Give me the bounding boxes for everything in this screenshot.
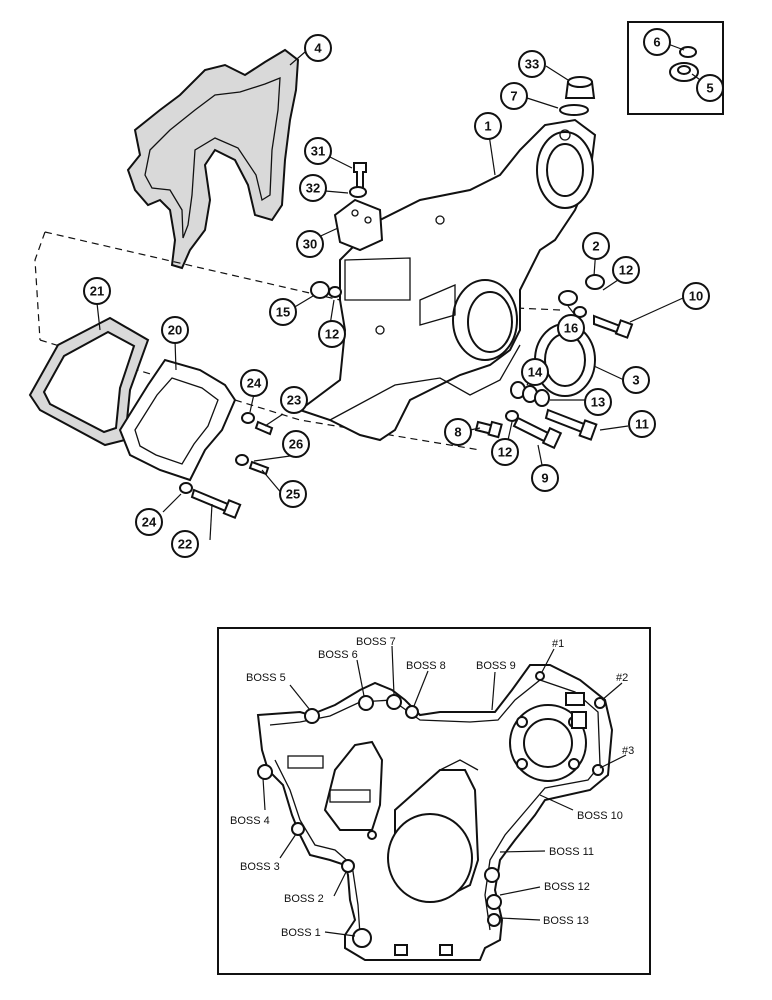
cover-plate-part-20 [118, 358, 237, 482]
boss-label-5: BOSS 5 [246, 672, 286, 684]
svg-text:10: 10 [689, 289, 703, 304]
boss-label-6: BOSS 6 [318, 649, 358, 661]
callout-21: 21 [83, 277, 111, 305]
callout-2: 2 [582, 232, 610, 260]
boss-label-10: BOSS 10 [577, 810, 623, 822]
callout-7: 7 [500, 82, 528, 110]
hole-label-2: #2 [616, 672, 628, 684]
svg-text:22: 22 [178, 537, 192, 552]
svg-text:13: 13 [591, 395, 605, 410]
inset-box [627, 21, 724, 115]
callout-9: 9 [531, 464, 559, 492]
svg-text:12: 12 [619, 263, 633, 278]
callout-16: 16 [557, 314, 585, 342]
callout-33: 33 [518, 50, 546, 78]
svg-text:12: 12 [498, 445, 512, 460]
svg-text:30: 30 [303, 237, 317, 252]
bolt-part-31 [353, 162, 367, 189]
boss-label-9: BOSS 9 [476, 660, 516, 672]
callout-10: 10 [682, 282, 710, 310]
callout-32: 32 [299, 174, 327, 202]
callout-12a: 12 [612, 256, 640, 284]
boss-label-1: BOSS 1 [281, 927, 321, 939]
callout-1: 1 [474, 112, 502, 140]
callout-20: 20 [161, 316, 189, 344]
callout-3: 3 [622, 366, 650, 394]
callout-12b: 12 [318, 320, 346, 348]
svg-text:12: 12 [325, 327, 339, 342]
callout-24a: 24 [240, 369, 268, 397]
svg-text:20: 20 [168, 323, 182, 338]
svg-text:24: 24 [142, 515, 157, 530]
callout-8: 8 [444, 418, 472, 446]
boss-label-4: BOSS 4 [230, 815, 270, 827]
svg-text:31: 31 [311, 144, 325, 159]
callout-25: 25 [279, 480, 307, 508]
callout-14: 14 [521, 358, 549, 386]
callout-11: 11 [628, 410, 656, 438]
timing-cover-outline [256, 664, 614, 961]
svg-text:23: 23 [287, 393, 301, 408]
washer-part-7 [559, 104, 589, 116]
bracket-part-30 [333, 198, 384, 252]
svg-text:4: 4 [314, 41, 322, 56]
boss-label-7: BOSS 7 [356, 636, 396, 648]
boss-label-11: BOSS 11 [549, 846, 594, 858]
boss-label-13: BOSS 13 [543, 915, 589, 927]
svg-text:6: 6 [653, 35, 660, 50]
boss-label-3: BOSS 3 [240, 861, 280, 873]
svg-text:15: 15 [276, 305, 290, 320]
callout-23: 23 [280, 386, 308, 414]
boss-label-12: BOSS 12 [544, 881, 590, 893]
gasket-part-4 [126, 48, 300, 270]
callout-12c: 12 [491, 438, 519, 466]
hole-label-3: #3 [622, 745, 634, 757]
svg-text:9: 9 [541, 471, 548, 486]
callout-6: 6 [643, 28, 671, 56]
svg-text:2: 2 [592, 239, 599, 254]
callout-30: 30 [296, 230, 324, 258]
svg-text:11: 11 [635, 417, 649, 432]
callout-31: 31 [304, 137, 332, 165]
svg-text:16: 16 [564, 321, 578, 336]
hole-label-1: #1 [552, 638, 564, 650]
svg-text:24: 24 [247, 376, 262, 391]
callout-22: 22 [171, 530, 199, 558]
boss-label-8: BOSS 8 [406, 660, 446, 672]
svg-text:21: 21 [90, 284, 104, 299]
svg-text:33: 33 [525, 57, 539, 72]
svg-text:7: 7 [510, 89, 517, 104]
callout-26: 26 [282, 430, 310, 458]
gear-housing-part-1 [297, 118, 597, 442]
boss-label-2: BOSS 2 [284, 893, 324, 905]
svg-text:14: 14 [528, 365, 543, 380]
svg-text:25: 25 [286, 487, 300, 502]
svg-text:1: 1 [484, 119, 491, 134]
callout-4: 4 [304, 34, 332, 62]
svg-text:32: 32 [306, 181, 320, 196]
svg-text:8: 8 [454, 425, 461, 440]
boss-detail-frame [217, 627, 651, 975]
callout-24b: 24 [135, 508, 163, 536]
callout-13: 13 [584, 388, 612, 416]
callout-5: 5 [696, 74, 724, 102]
callout-15: 15 [269, 298, 297, 326]
svg-text:26: 26 [289, 437, 303, 452]
svg-text:3: 3 [632, 373, 639, 388]
bolt-part-22 [190, 488, 232, 514]
svg-text:5: 5 [706, 81, 713, 96]
